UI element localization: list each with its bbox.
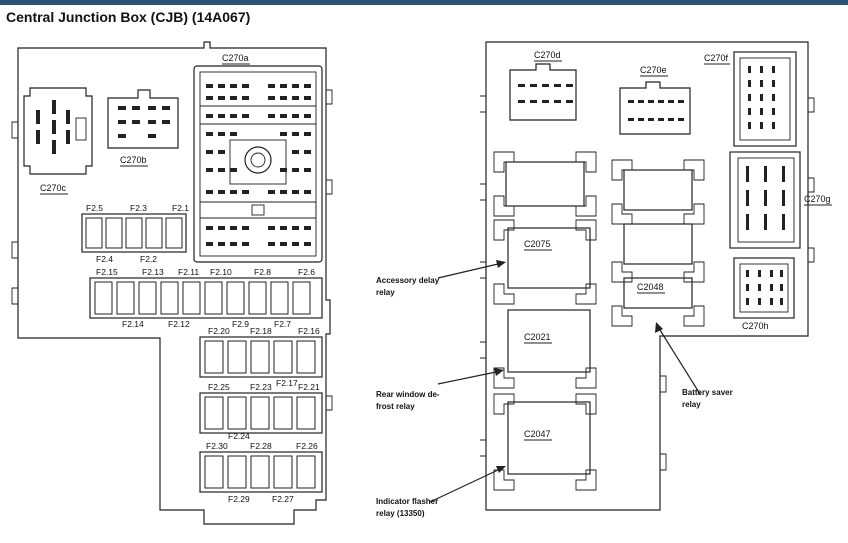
fuse-block-3	[199, 336, 323, 378]
top-border-bar	[0, 0, 848, 5]
fuse-block-5	[199, 451, 323, 493]
fuse-label-f2-5: F2.5	[86, 203, 103, 213]
relay-slot-top-left	[493, 151, 597, 217]
connector-c270b	[107, 89, 179, 149]
connector-label-c270c: C270c	[40, 183, 67, 193]
connector-label-c270b: C270b	[120, 155, 147, 165]
fuse-label-f2-6: F2.6	[298, 267, 315, 277]
fuse-label-f2-17: F2.17	[276, 378, 298, 388]
fuse-label-f2-13: F2.13	[142, 267, 164, 277]
connector-label-c270d: C270d	[534, 50, 561, 60]
relay-c2021	[493, 309, 597, 389]
fuse-label-f2-9: F2.9	[232, 319, 249, 329]
relay-label-c2048: C2048	[637, 282, 664, 292]
fuse-label-f2-2: F2.2	[140, 254, 157, 264]
callout-rear-window-line2: frost relay	[376, 402, 415, 411]
fuse-label-f2-26: F2.26	[296, 441, 318, 451]
relay-c2075	[493, 219, 597, 305]
callout-battery-saver-line1: Battery saver	[682, 388, 733, 397]
fuse-label-f2-10: F2.10	[210, 267, 232, 277]
fuse-label-f2-18: F2.18	[250, 326, 272, 336]
callout-accessory-delay-line2: relay	[376, 288, 395, 297]
relay-slot-middle-1	[611, 159, 705, 225]
connector-c270c	[23, 87, 93, 175]
fuse-label-f2-28: F2.28	[250, 441, 272, 451]
relay-slot-middle-2	[611, 223, 705, 283]
fuse-label-f2-23: F2.23	[250, 382, 272, 392]
callout-arrows	[429, 260, 701, 503]
fuse-label-f2-27: F2.27	[272, 494, 294, 504]
relay-label-c2021: C2021	[524, 332, 551, 342]
fuse-block-1	[81, 213, 187, 253]
callout-battery-saver-line2: relay	[682, 400, 701, 409]
fuse-label-f2-16: F2.16	[298, 326, 320, 336]
fuse-label-f2-14: F2.14	[122, 319, 144, 329]
connector-c270e	[619, 81, 691, 135]
fuse-label-f2-24: F2.24	[228, 431, 250, 441]
callout-indicator-flasher-line2: relay (13350)	[376, 509, 425, 518]
fuse-label-f2-8: F2.8	[254, 267, 271, 277]
connector-label-c270e: C270e	[640, 65, 667, 75]
left-box-outline	[11, 41, 333, 525]
fuse-block-2	[89, 277, 323, 319]
fuse-label-f2-25: F2.25	[208, 382, 230, 392]
fuse-label-f2-30: F2.30	[206, 441, 228, 451]
fuse-block-4	[199, 392, 323, 434]
connector-c270g	[729, 151, 801, 249]
connector-label-c270a: C270a	[222, 53, 249, 63]
fuse-label-f2-1: F2.1	[172, 203, 189, 213]
connector-label-c270g: C270g	[804, 194, 831, 204]
fuse-label-f2-20: F2.20	[208, 326, 230, 336]
callout-indicator-flasher-line1: Indicator flasher	[376, 497, 438, 506]
fuse-label-f2-15: F2.15	[96, 267, 118, 277]
fuse-label-f2-4: F2.4	[96, 254, 113, 264]
connector-label-c270h: C270h	[742, 321, 769, 331]
connector-c270f	[733, 51, 797, 147]
relay-c2048	[611, 277, 705, 327]
relay-label-c2047: C2047	[524, 429, 551, 439]
relay-label-c2075: C2075	[524, 239, 551, 249]
fuse-label-f2-7: F2.7	[274, 319, 291, 329]
fuse-label-f2-12: F2.12	[168, 319, 190, 329]
connector-c270h	[733, 257, 795, 319]
callout-accessory-delay-line1: Accessory delay	[376, 276, 440, 285]
connector-c270a	[193, 65, 323, 263]
connector-c270d	[509, 63, 577, 121]
fuse-label-f2-29: F2.29	[228, 494, 250, 504]
fuse-label-f2-11: F2.11	[178, 267, 199, 277]
diagram-title: Central Junction Box (CJB) (14A067)	[6, 9, 251, 25]
connector-label-c270f: C270f	[704, 53, 729, 63]
fuse-label-f2-21: F2.21	[298, 382, 320, 392]
relay-c2047	[493, 393, 597, 491]
callout-rear-window-line1: Rear window de-	[376, 390, 440, 399]
right-box-outline	[480, 41, 815, 511]
fuse-label-f2-3: F2.3	[130, 203, 147, 213]
